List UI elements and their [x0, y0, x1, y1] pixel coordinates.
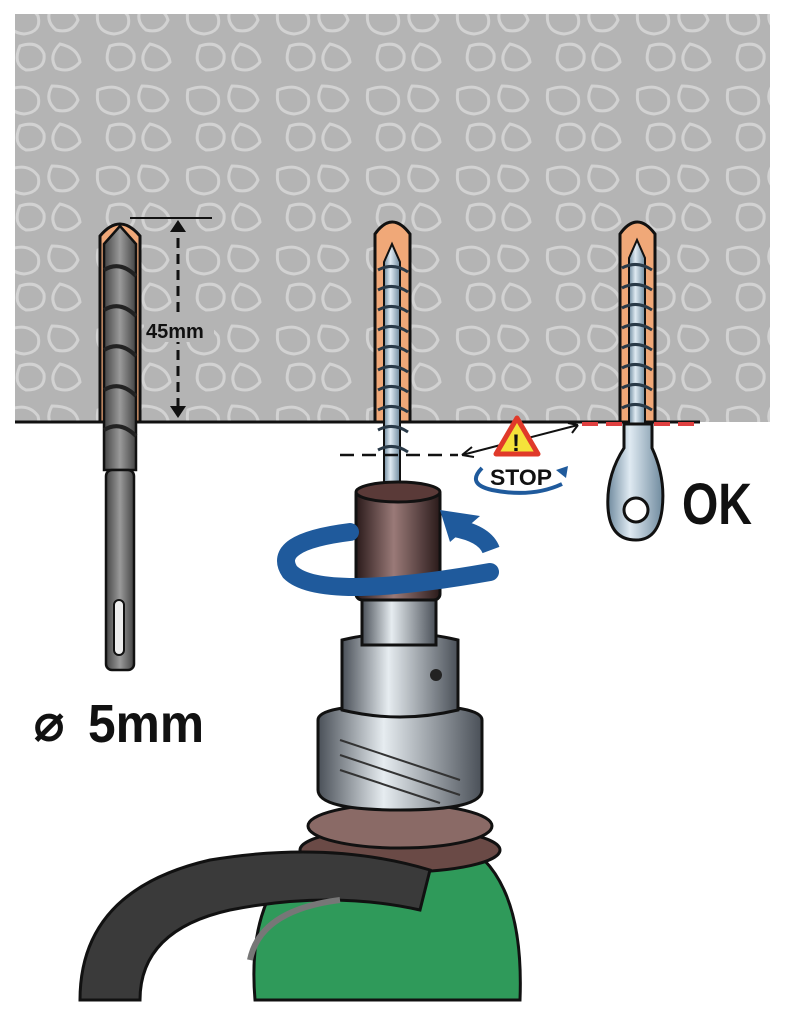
svg-text:!: !: [512, 430, 520, 457]
warning-icon: !: [493, 415, 541, 457]
power-drill: [78, 480, 522, 1002]
eye-screw-installed: [606, 237, 665, 542]
depth-label: 45mm: [146, 321, 204, 343]
rotation-arrow-icon: [277, 510, 500, 596]
ok-label: OK: [682, 472, 752, 537]
diameter-label: 5mm: [88, 694, 204, 754]
stop-label: STOP: [490, 465, 552, 490]
depth-dimension: [130, 217, 214, 418]
stop-rotation-icon: STOP: [473, 465, 568, 495]
masonry-drill-bit: [102, 224, 138, 672]
diameter-symbol: ⌀: [34, 695, 64, 751]
hanger-screw-center: [377, 241, 409, 521]
